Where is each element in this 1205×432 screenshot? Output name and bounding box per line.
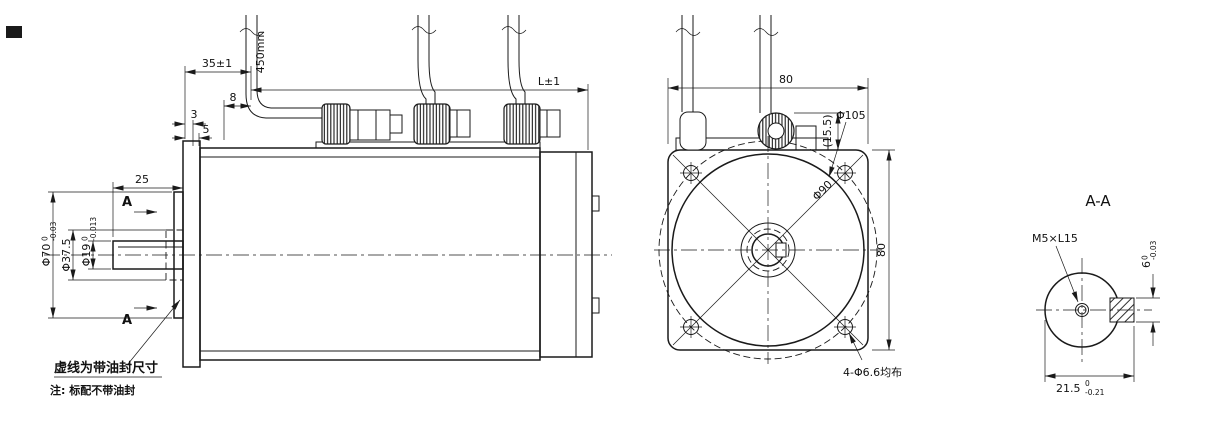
thread-leader [1055,245,1079,303]
cable-break-mark [675,28,701,36]
dim-flange-offset: 35±1 [202,57,232,70]
dim-mounting-holes: 4-Φ6.6均布 [843,366,902,379]
cables [239,15,527,119]
dim-shaft-tol-lower: -0.013 [89,217,98,241]
dim-pilot-tol-lower: -0.03 [49,221,58,241]
mounting-hole [680,162,702,184]
cable-gland [321,103,351,145]
front-view: 80 80 (15.5) Φ105 Φ90 4-Φ6.6均布 [654,15,902,379]
cable-break-mark [753,28,779,36]
round-connector [503,103,541,145]
section-label-bottom: A [122,313,132,328]
standard-config-note: 注: 标配不带油封 [50,383,135,397]
dim-key-width-tol-upper: 0 [1141,255,1150,260]
top-connector-block [675,111,829,151]
dim-shaft-tol-upper: 0 [81,236,90,241]
section-dimensions [1044,245,1160,382]
dim-bolt-circle: Φ90 [810,178,835,203]
oil-seal-note: 虚线为带油封尺寸 [54,360,158,376]
section-view-a-a: A-A M5×L15 6 0 -0.03 21.5 0 -0.21 [1032,192,1160,397]
dim-cable-length: 450mm [254,31,267,73]
round-connector [413,103,451,145]
note-leader [127,299,181,365]
dim-key-width: 6 0 -0.03 [1140,240,1158,268]
dim-tapped-hole: M5×L15 [1032,232,1078,245]
dim-key-width-tol-lower: -0.03 [1149,240,1158,260]
dim-key-flat-tol-lower: -0.21 [1085,388,1105,397]
dim-flange-height: 80 [875,243,888,257]
dim-seal-diameter: Φ37.5 [60,238,73,271]
dim-pilot-value: Φ70 [40,244,53,267]
dim-3: 3 [191,108,198,121]
dim-flange-width: 80 [779,73,793,86]
section-title: A-A [1085,192,1111,210]
cables [675,15,779,113]
holes-leader [848,332,863,361]
dim-8: 8 [230,91,237,104]
side-view: 35±1 L±1 8 3 5 25 A A 450mm Φ70 0 -0.03 … [40,15,612,397]
mounting-hole [834,162,856,184]
section-label-top: A [122,195,132,210]
cable-break-mark [411,26,437,34]
dim-shaft-diameter: Φ19 0 -0.013 [80,217,98,267]
border-mark [6,26,22,38]
dim-5: 5 [203,123,210,136]
dim-shaft-length: 25 [135,173,149,186]
cable-break-mark [501,26,527,34]
dim-key-flat-tol-upper: 0 [1085,379,1090,388]
dim-connector-height: (15.5) [821,114,834,147]
dim-shaft-value: Φ19 [80,244,93,267]
dim-pilot-tol-upper: 0 [41,236,50,241]
dim-key-width-value: 6 [1140,261,1153,268]
connectors [321,103,561,145]
dim-key-flat-value: 21.5 [1056,382,1081,395]
dim-pilot-diameter: Φ70 0 -0.03 [40,221,58,266]
mounting-hole [834,316,856,338]
dia105-leader [828,121,847,178]
front-dimensions [667,78,895,361]
dim-outer-diameter: Φ105 [836,109,866,122]
dim-total-length: L±1 [538,75,560,88]
mounting-hole [680,316,702,338]
cable-elbow [679,111,707,151]
side-dimensions [48,66,589,378]
motor-body [182,140,600,368]
cable-break-mark [239,28,265,36]
